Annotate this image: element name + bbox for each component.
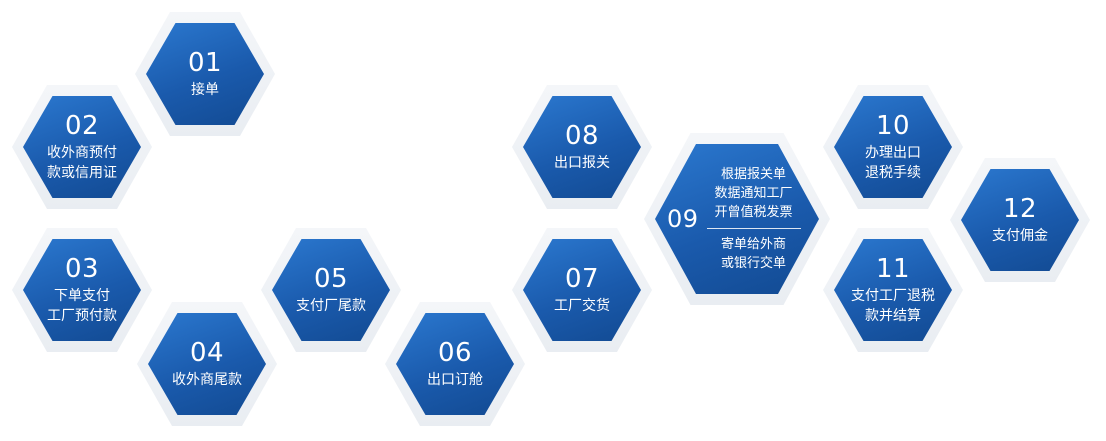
step-label: 出口订舱: [427, 372, 483, 388]
step-04-hexagon: 04 收外商尾款: [137, 302, 277, 426]
step-05-hexagon: 05 支付厂尾款: [261, 228, 401, 352]
step-08-hexagon: 08 出口报关: [512, 85, 652, 209]
step-label: 工厂交货: [554, 298, 610, 314]
label-divider: [706, 228, 801, 229]
step-number: 01: [187, 48, 223, 78]
step-number: 11: [875, 254, 911, 284]
step-label: 支付佣金: [992, 228, 1048, 244]
step-label: 接单: [191, 82, 219, 98]
step-label: 支付工厂退税 款并结算: [851, 288, 935, 324]
step-label-top: 根据报关单 数据通知工厂 开曾值税发票: [714, 167, 793, 220]
step-label-bottom: 寄单给外商 或银行交单: [721, 237, 787, 271]
step-06-hexagon: 06 出口订舱: [385, 302, 525, 426]
step-01-hexagon: 01 接单: [135, 12, 275, 136]
step-label: 收外商尾款: [172, 372, 242, 388]
step-label: 办理出口 退税手续: [865, 145, 921, 181]
step-number: 02: [64, 111, 100, 141]
step-number: 06: [437, 338, 473, 368]
hexagon-body: 11 支付工厂退税 款并结算: [834, 239, 952, 341]
hexagon-body: 10 办理出口 退税手续: [834, 96, 952, 198]
step-label-group: 根据报关单 数据通知工厂 开曾值税发票 寄单给外商 或银行交单: [706, 165, 801, 273]
step-09-hexagon: 09 根据报关单 数据通知工厂 开曾值税发票 寄单给外商 或银行交单: [644, 133, 830, 305]
step-label: 收外商预付 款或信用证: [47, 145, 117, 181]
step-07-hexagon: 07 工厂交货: [512, 228, 652, 352]
step-number: 05: [313, 264, 349, 294]
step-11-hexagon: 11 支付工厂退税 款并结算: [823, 228, 963, 352]
step-number: 12: [1002, 194, 1038, 224]
step-12-hexagon: 12 支付佣金: [950, 158, 1090, 282]
step-number: 04: [189, 338, 225, 368]
step-number: 08: [564, 121, 600, 151]
step-label: 出口报关: [554, 155, 610, 171]
step-number: 09: [667, 205, 699, 233]
step-number: 03: [64, 254, 100, 284]
step-label: 下单支付 工厂预付款: [47, 288, 117, 324]
step-02-hexagon: 02 收外商预付 款或信用证: [12, 85, 152, 209]
hexagon-body: 07 工厂交货: [523, 239, 641, 341]
hexagon-body: 08 出口报关: [523, 96, 641, 198]
step-label: 支付厂尾款: [296, 298, 366, 314]
step-number: 10: [875, 111, 911, 141]
hexagon-body: 04 收外商尾款: [148, 313, 266, 415]
hexagon-body: 01 接单: [146, 23, 264, 125]
step-03-hexagon: 03 下单支付 工厂预付款: [12, 228, 152, 352]
step-10-hexagon: 10 办理出口 退税手续: [823, 85, 963, 209]
step-number: 07: [564, 264, 600, 294]
